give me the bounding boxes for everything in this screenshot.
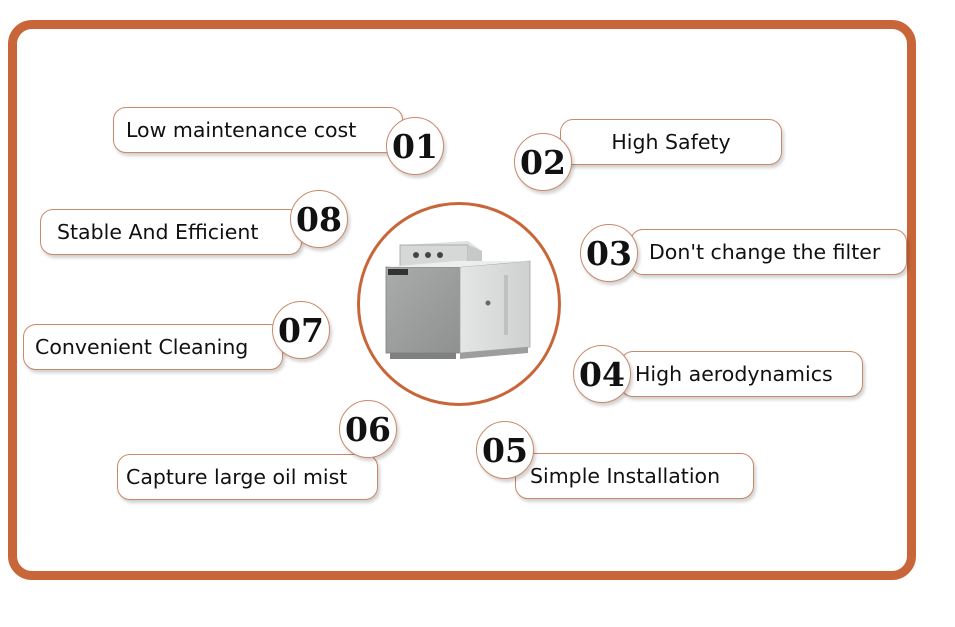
feature-number-07: 07: [272, 301, 330, 359]
feature-label-05: Simple Installation: [530, 464, 721, 488]
feature-pill-03: Don't change the filter: [630, 229, 907, 275]
feature-pill-04: High aerodynamics: [620, 351, 863, 397]
feature-pill-02: High Safety: [560, 119, 782, 165]
feature-number-02: 02: [514, 133, 572, 191]
feature-number-04: 04: [573, 345, 631, 403]
feature-number-06: 06: [339, 400, 397, 458]
feature-number-05: 05: [476, 421, 534, 479]
feature-label-03: Don't change the filter: [649, 240, 881, 264]
feature-label-08: Stable And Efficient: [57, 220, 259, 244]
product-circle: [357, 202, 561, 406]
feature-number-08: 08: [290, 190, 348, 248]
feature-pill-07: Convenient Cleaning: [23, 324, 283, 370]
feature-pill-05: Simple Installation: [515, 453, 754, 499]
feature-label-01: Low maintenance cost: [126, 118, 357, 142]
feature-label-04: High aerodynamics: [635, 362, 833, 386]
feature-label-07: Convenient Cleaning: [35, 335, 249, 359]
feature-pill-01: Low maintenance cost: [113, 107, 403, 153]
feature-label-02: High Safety: [611, 130, 731, 154]
feature-pill-06: Capture large oil mist: [117, 454, 378, 500]
feature-number-01: 01: [386, 117, 444, 175]
feature-number-03: 03: [580, 224, 638, 282]
feature-label-06: Capture large oil mist: [126, 465, 348, 489]
oil-mist-collector-image: [385, 241, 531, 359]
feature-pill-08: Stable And Efficient: [40, 209, 302, 255]
